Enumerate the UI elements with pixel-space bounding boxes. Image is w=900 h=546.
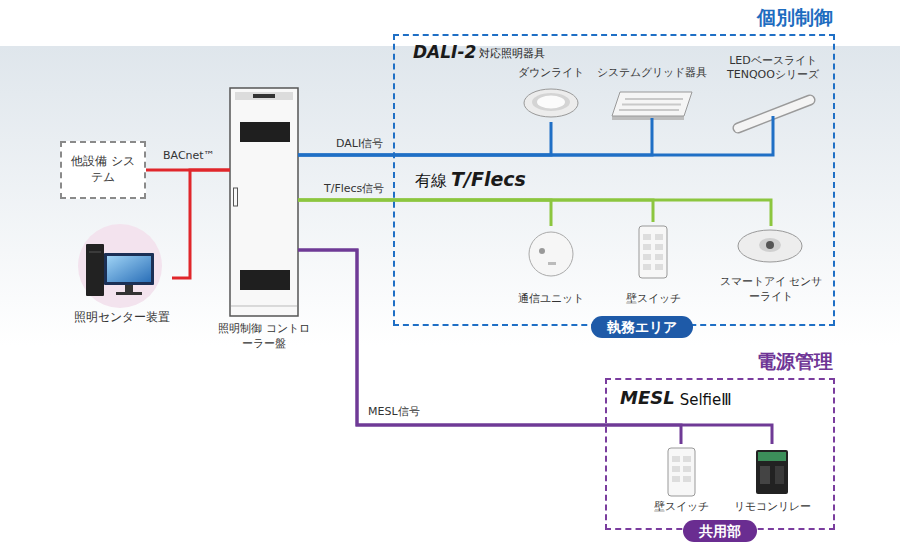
system-name: DALI-2	[413, 42, 476, 62]
node-label: 照明センター装置	[74, 310, 170, 326]
device-node: 通信ユニット	[505, 226, 597, 306]
device-node: システムグリッド器具	[594, 66, 710, 118]
device-node: リモコンリレー	[727, 444, 817, 514]
zone-box: 個別制御執務エリアダウンライトシステムグリッド器具LEDベースライト TENQO…	[393, 34, 835, 326]
node-heading: 照明制御 コントローラー盤	[216, 322, 312, 352]
wall-switch-icon	[639, 226, 667, 278]
signal-line	[298, 200, 771, 226]
node-label: LEDベースライト TENQOOシリーズ	[718, 54, 828, 83]
controller-cabinet	[230, 88, 298, 316]
signal-label: DALI信号	[336, 137, 383, 150]
node-heading: 執務エリア	[591, 316, 693, 338]
pc-node: 照明センター装置	[72, 226, 172, 326]
signal-line	[298, 118, 652, 155]
node-heading: 共用部	[683, 520, 757, 542]
signal-line	[298, 116, 773, 155]
node-label: 他設備 システム	[68, 154, 138, 185]
signal-line	[298, 200, 551, 226]
device-node: スマートアイ センサーライト	[715, 226, 827, 304]
node-label: スマートアイ センサーライト	[715, 275, 827, 304]
signal-line	[298, 200, 653, 222]
downlight-icon	[524, 89, 578, 117]
sensor-light-icon	[738, 230, 802, 262]
signal-label: MESL信号	[368, 405, 420, 418]
signal-label: T/Flecs信号	[324, 182, 384, 195]
pc-icon	[78, 224, 162, 308]
signal-line	[298, 250, 681, 444]
node-label: リモコンリレー	[734, 500, 811, 514]
node-label: 通信ユニット	[518, 292, 584, 306]
text-label: 有線	[415, 171, 447, 190]
system-name: MESL	[620, 387, 675, 409]
node-label: ダウンライト	[518, 66, 584, 80]
remote-relay-icon	[756, 450, 788, 494]
system-box: 他設備 システム	[60, 141, 146, 199]
node-heading: 個別制御	[757, 5, 833, 30]
signal-line	[298, 250, 772, 444]
system-name: T/Flecs	[451, 168, 526, 191]
text-label: SelfieⅢ	[680, 391, 732, 409]
node-label: 壁スイッチ	[654, 500, 709, 514]
node-heading: 電源管理	[757, 349, 833, 374]
device-node: 壁スイッチ	[650, 444, 712, 514]
device-node: LEDベースライト TENQOOシリーズ	[718, 54, 828, 116]
device-node: ダウンライト	[505, 66, 597, 122]
signal-line	[298, 122, 551, 155]
grid-light-icon	[612, 92, 692, 120]
signal-line	[172, 170, 230, 278]
signal-label: BACnet™	[163, 149, 215, 162]
text-label: 対応照明器具	[479, 47, 545, 60]
node-label: システムグリッド器具	[597, 66, 707, 80]
cabinet-node: 照明制御 コントローラー盤	[230, 88, 298, 316]
wall-switch-icon	[668, 448, 695, 496]
device-node: 壁スイッチ	[615, 222, 691, 306]
background-band	[0, 46, 900, 346]
node-label: 壁スイッチ	[626, 292, 681, 306]
zone-box: 電源管理共用部壁スイッチリモコンリレー	[605, 378, 835, 530]
communication-unit-icon	[529, 232, 573, 276]
